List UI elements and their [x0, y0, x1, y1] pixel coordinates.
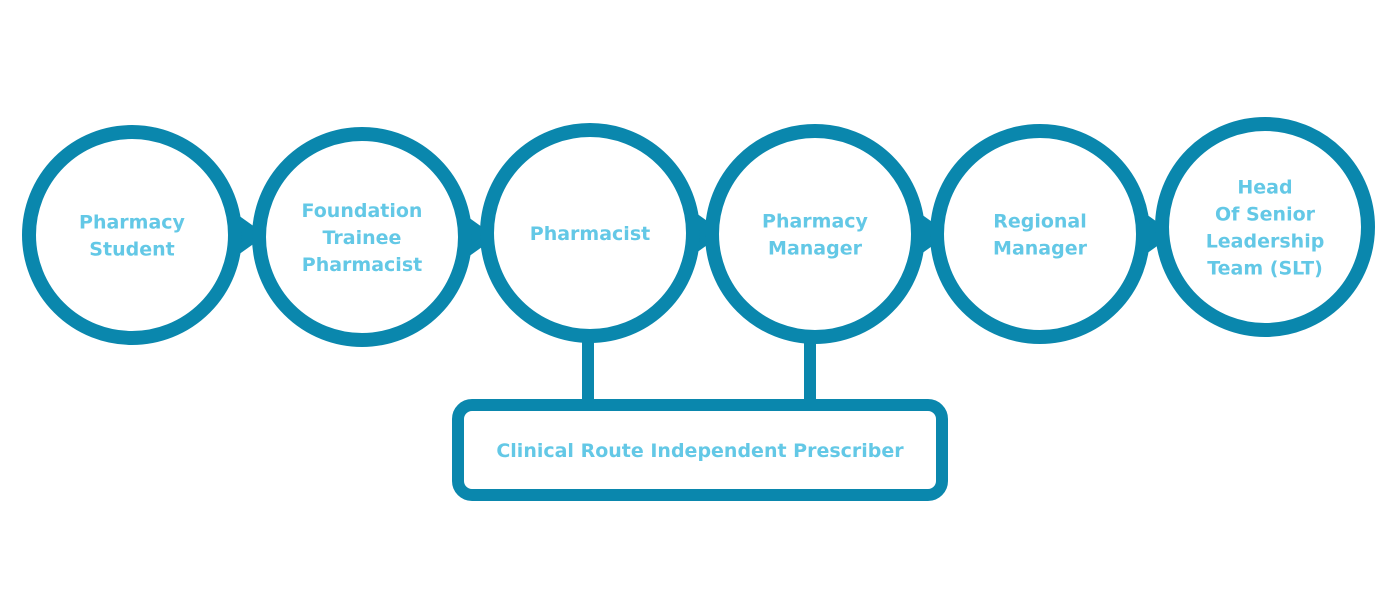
stage-pharmacist: Pharmacist: [480, 123, 700, 343]
clinical-route-frame: [452, 399, 948, 501]
stage-label-head-of-slt-line-2: Of Senior: [1215, 203, 1316, 225]
stage-label-pharmacy-manager-line-1: Pharmacy: [762, 210, 869, 232]
stage-label-foundation-trainee-pharmacist-line-2: Trainee: [323, 227, 402, 249]
stage-circle-pharmacist: [480, 123, 700, 343]
stage-circle-pharmacy-student: [22, 125, 242, 345]
stage-label-pharmacist-line-1: Pharmacist: [530, 223, 650, 245]
career-stage-layer: PharmacyStudentFoundationTraineePharmaci…: [22, 117, 1375, 347]
clinical-route-label: Clinical Route Independent Prescriber: [496, 440, 904, 462]
clinical-route-box: Clinical Route Independent Prescriber: [452, 399, 948, 501]
stage-label-foundation-trainee-pharmacist-line-3: Pharmacist: [302, 254, 422, 276]
stage-label-pharmacy-student-line-2: Student: [89, 238, 174, 260]
stage-label-regional-manager-line-2: Manager: [993, 237, 1088, 259]
stage-label-pharmacy-manager-line-2: Manager: [768, 237, 863, 259]
stage-label-foundation-trainee-pharmacist-line-1: Foundation: [302, 200, 423, 222]
stage-circle-foundation-trainee-pharmacist: [252, 127, 472, 347]
stage-circle-regional-manager: [930, 124, 1150, 344]
stage-label-head-of-slt-line-1: Head: [1237, 176, 1292, 198]
stage-label-head-of-slt-line-4: Team (SLT): [1207, 257, 1323, 279]
arrow-icon-1: [238, 215, 266, 255]
stage-label-head-of-slt-line-3: Leadership: [1206, 230, 1325, 252]
stage-label-pharmacy-student-line-1: Pharmacy: [79, 211, 186, 233]
stage-label-regional-manager-line-1: Regional: [993, 210, 1087, 232]
stage-circle-head-of-slt: [1155, 117, 1375, 337]
stage-circle-pharmacy-manager: [705, 124, 925, 344]
